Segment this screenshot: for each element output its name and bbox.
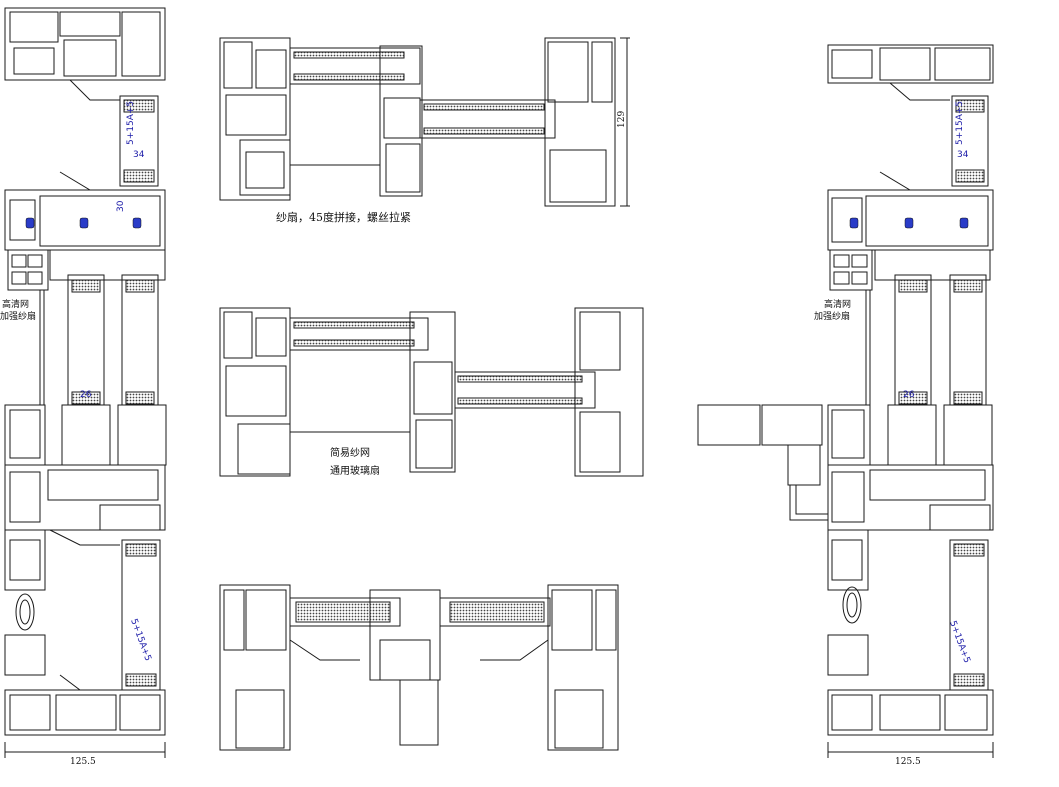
left-bottom-glass-spec: 5+15A+5: [128, 618, 152, 663]
right-dim-34: 34: [957, 150, 969, 160]
left-dim-30: 30: [116, 200, 126, 212]
left-top-glass-spec: 5+15A+5: [126, 101, 136, 145]
left-section-profile: [4, 7, 167, 758]
right-top-glass-spec: 5+15A+5: [955, 101, 965, 145]
right-hd-screen-label: 高清网: [824, 298, 851, 310]
universal-glass-sash-label: 通用玻璃扇: [330, 464, 380, 477]
simple-screen-label: 简易纱网: [330, 446, 370, 459]
right-width-dim: 125.5: [895, 757, 921, 767]
right-section-profile: [697, 44, 994, 758]
bottom-center-section: [219, 584, 619, 751]
middle-center-section: [219, 307, 644, 477]
left-seals: [25, 217, 142, 229]
screen-sash-note: 纱扇，45度拼接，螺丝拉紧: [276, 210, 411, 224]
left-dim-34: 34: [133, 150, 145, 160]
right-seals: [849, 217, 969, 229]
left-dim-26: 26: [80, 390, 92, 400]
height-dim: 129: [617, 111, 627, 128]
left-width-dim: 125.5: [70, 757, 96, 767]
right-dim-26: 26: [903, 390, 915, 400]
right-reinforced-label: 加强纱扇: [814, 310, 850, 322]
left-reinforced-label: 加强纱扇: [0, 310, 36, 322]
right-bottom-glass-spec: 5+15A+5: [947, 620, 971, 665]
top-center-section: [219, 37, 630, 207]
left-hd-screen-label: 高清网: [2, 298, 29, 310]
